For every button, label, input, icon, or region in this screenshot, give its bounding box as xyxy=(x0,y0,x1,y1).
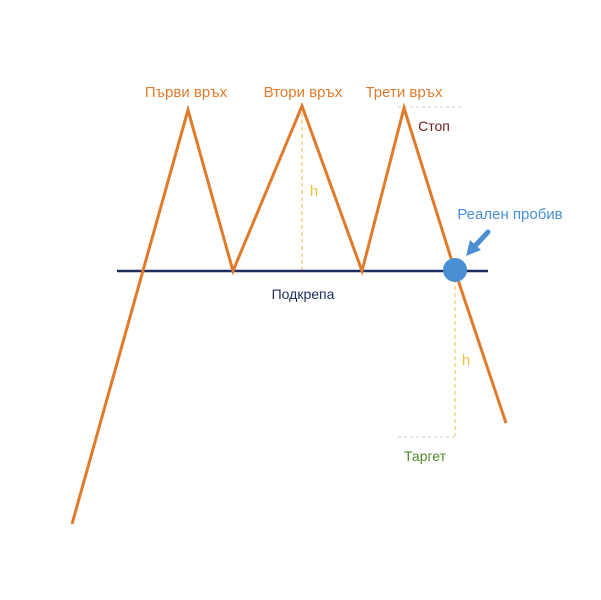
breakout-point xyxy=(443,258,467,282)
height-label-lower: h xyxy=(462,352,470,369)
stop-label: Стоп xyxy=(418,118,450,134)
target-label: Таргет xyxy=(404,448,447,464)
breakout-arrow-icon xyxy=(466,229,491,256)
third-peak-label: Трети връх xyxy=(365,84,443,101)
second-peak-label: Втори връх xyxy=(264,84,343,101)
support-label: Подкрепа xyxy=(272,286,335,302)
first-peak-label: Първи връх xyxy=(145,84,228,101)
breakout-label: Реален пробив xyxy=(457,206,562,223)
height-label-upper: h xyxy=(310,183,318,200)
price-line xyxy=(70,101,508,525)
